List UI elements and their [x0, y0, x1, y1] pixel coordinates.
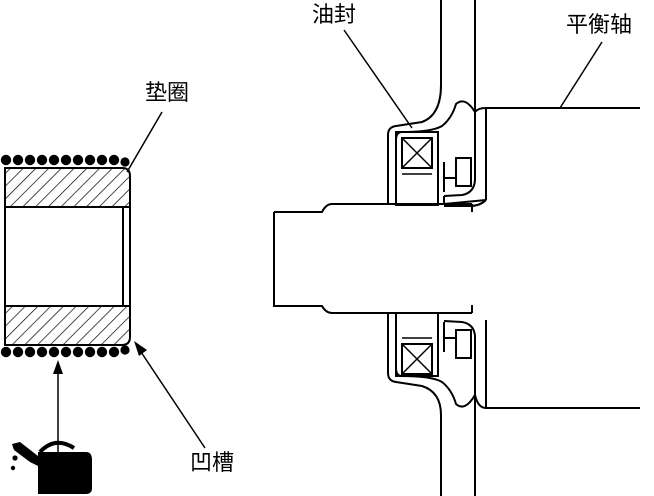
upper-seal-housing [387, 84, 442, 205]
upper-seal-housing-outer [395, 100, 476, 205]
balance-shaft-label: 平衡轴 [566, 13, 633, 38]
lower-seal-housing-outer [395, 313, 476, 408]
housing-walls [440, 0, 476, 496]
grease-beads-bottom [0, 345, 130, 358]
upper-oil-seal [395, 131, 439, 206]
upper-flange [443, 112, 476, 197]
washer-leader-line [126, 111, 163, 173]
oil-seal-leader-line [343, 29, 413, 129]
groove-label: 凹槽 [190, 451, 235, 476]
grease-beads-top [0, 154, 130, 167]
groove-arrow [134, 341, 206, 449]
lower-flange [443, 320, 476, 395]
washer-section [4, 167, 131, 346]
lower-seal-housing [387, 313, 442, 416]
washer-label: 垫圈 [145, 81, 190, 106]
washer-upper-wall [4, 167, 131, 208]
balance-shaft-leader-line [559, 41, 603, 109]
oil-application-arrow [53, 360, 63, 455]
oil-can-icon [10, 440, 92, 494]
washer-bore [4, 206, 124, 307]
oil-seal-label: 油封 [312, 3, 357, 28]
lower-seal-lip [443, 322, 472, 359]
upper-seal-lip [443, 157, 472, 192]
washer-lower-wall [4, 305, 131, 346]
lower-oil-seal [395, 312, 439, 377]
